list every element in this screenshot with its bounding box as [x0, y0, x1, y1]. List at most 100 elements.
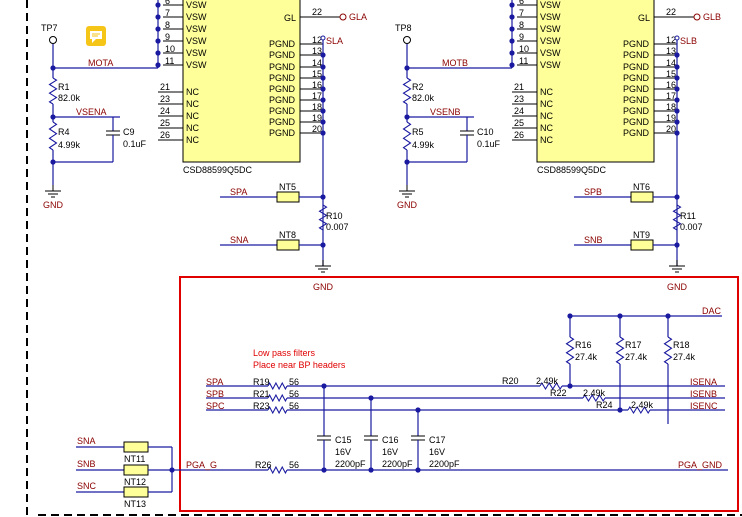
net-tie-symbol — [630, 191, 654, 203]
ground-label: GND — [397, 200, 418, 210]
pin-name: GL — [638, 13, 650, 23]
test-point-label: TP8 — [395, 23, 412, 33]
net-label: SNA — [230, 235, 249, 245]
pin-name: NC — [186, 123, 199, 133]
pin-number: 6 — [519, 0, 524, 6]
pin-number: 10 — [519, 44, 529, 54]
capacitor-value: 2200pF — [335, 459, 366, 469]
junction-dot — [404, 65, 410, 71]
capacitor-ref: C9 — [123, 127, 135, 137]
resistor-symbol — [672, 204, 682, 231]
resistor-symbol — [48, 121, 58, 151]
pin-number: 6 — [165, 0, 170, 6]
pin-name: VSW — [186, 24, 207, 34]
resistor-value: 2.49k — [536, 376, 559, 386]
pin-number: 9 — [165, 32, 170, 42]
pin-name: PGND — [269, 95, 296, 105]
pin-number: 7 — [519, 8, 524, 18]
pin-number: 20 — [666, 124, 676, 134]
pin-name: PGND — [623, 73, 650, 83]
capacitor-ref: C15 — [335, 435, 352, 445]
pin-number: 21 — [514, 82, 524, 92]
resistor-symbol — [267, 465, 288, 475]
pin-number: 21 — [160, 82, 170, 92]
pin-name: PGND — [623, 95, 650, 105]
pin-name: GL — [284, 13, 296, 23]
pin-number: 11 — [165, 56, 174, 66]
test-point-label: TP7 — [41, 23, 58, 33]
resistor-symbol — [663, 336, 673, 365]
pin-name: NC — [540, 111, 553, 121]
pin-number: 20 — [312, 124, 322, 134]
pin-number: 26 — [160, 130, 170, 140]
capacitor-voltage: 16V — [382, 447, 398, 457]
pin-name: VSW — [186, 0, 207, 10]
pin-name: PGND — [623, 106, 650, 116]
pin-number: 23 — [514, 94, 524, 104]
resistor-ref: R21 — [253, 389, 270, 399]
shunt-ref: R10 — [326, 211, 343, 221]
junction-dot — [320, 194, 326, 200]
chip-part-number: CSD88599Q5DC — [183, 165, 253, 175]
pin-number: 8 — [165, 20, 170, 30]
pin-name: VSW — [540, 36, 561, 46]
resistor-value: 56 — [289, 377, 299, 387]
junction-dot — [368, 467, 374, 473]
pin-number: 13 — [312, 46, 322, 56]
resistor-ref: R4 — [58, 127, 70, 137]
test-point — [49, 36, 57, 44]
filter-output-label: ISENA — [690, 377, 717, 387]
mosfet-chip-body — [182, 0, 301, 163]
pin-number: 10 — [165, 44, 175, 54]
pin-name: VSW — [540, 12, 561, 22]
filter-input-label: SPC — [206, 401, 225, 411]
resistor-value: 56 — [289, 460, 299, 470]
resistor-ref: R17 — [625, 340, 642, 350]
pin-number: 23 — [160, 94, 170, 104]
net-tie-ref: NT13 — [124, 499, 146, 509]
junction-dot — [320, 242, 326, 248]
pin-number: 12 — [312, 35, 322, 45]
resistor-ref: R23 — [253, 401, 270, 411]
resistor-value: 4.99k — [58, 140, 81, 150]
resistor-ref: R18 — [673, 340, 690, 350]
net-label: SPB — [584, 187, 602, 197]
resistor-ref: R24 — [596, 400, 613, 410]
pin-name: VSW — [186, 48, 207, 58]
shunt-value: 0.007 — [326, 222, 349, 232]
resistor-value: 4.99k — [412, 140, 435, 150]
resistor-value: 27.4k — [575, 352, 598, 362]
gate-net-label: GLA — [349, 12, 367, 22]
net-tie-ref: NT9 — [633, 230, 650, 240]
comment-icon[interactable] — [86, 26, 106, 46]
resistor-ref: R16 — [575, 340, 592, 350]
gate-net-label: GLB — [703, 12, 721, 22]
resistor-symbol — [627, 405, 651, 415]
pin-number: 22 — [312, 7, 322, 17]
ground-label: GND — [43, 200, 64, 210]
pin-name: PGND — [623, 117, 650, 127]
pin-number: 15 — [312, 69, 322, 79]
resistor-ref: R26 — [255, 460, 272, 470]
sense-net-label: VSENB — [430, 107, 461, 117]
pin-name: PGND — [269, 73, 296, 83]
resistor-value: 82.0k — [412, 93, 435, 103]
junction-dot — [50, 65, 56, 71]
filter-note-line1: Low pass filters — [253, 348, 316, 358]
shunt-value: 0.007 — [680, 222, 703, 232]
filter-output-label: ISENB — [690, 389, 717, 399]
ground-label: GND — [313, 282, 334, 292]
switch-net-flag — [320, 35, 326, 41]
gate-net-flag — [693, 13, 701, 21]
pin-name: PGND — [269, 50, 296, 60]
junction-dot — [674, 194, 680, 200]
filter-note-line2: Place near BP headers — [253, 360, 346, 370]
pin-number: 22 — [666, 7, 676, 17]
net-tie-ref: NT12 — [124, 477, 146, 487]
pin-name: PGND — [623, 39, 650, 49]
pin-name: NC — [540, 87, 553, 97]
pin-name: NC — [186, 111, 199, 121]
